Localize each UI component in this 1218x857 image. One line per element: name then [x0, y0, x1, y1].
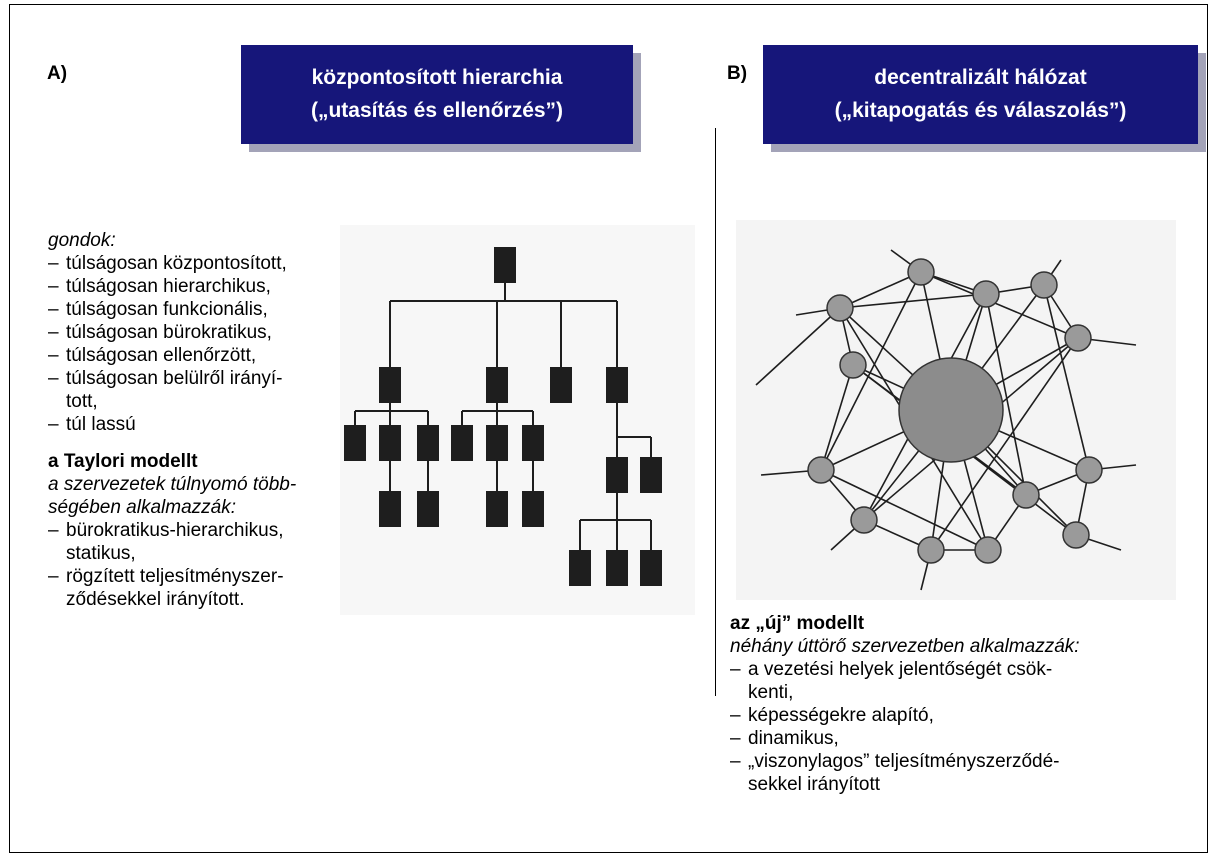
- feature-item: „viszonylagos” teljesítményszerződé-sekk…: [730, 750, 1200, 796]
- feature-item-part: a vezetési helyek jelentőségét csök-: [748, 659, 1053, 680]
- diagram-frame: [9, 4, 1208, 853]
- org-node: [606, 550, 628, 586]
- network-node: [972, 280, 1000, 308]
- network-node: [1075, 456, 1103, 484]
- org-node: [344, 425, 366, 461]
- panel-a-model-name: a Taylori modellt: [48, 451, 198, 472]
- feature-item: rögzített teljesítményszer-ződésekkel ir…: [48, 565, 378, 611]
- network-link: [985, 293, 1027, 496]
- org-node: [606, 367, 628, 403]
- network-link: [820, 469, 989, 551]
- org-node: [379, 367, 401, 403]
- problem-item: túl lassú: [48, 413, 378, 436]
- network-node: [917, 536, 945, 564]
- panel-a-model-usage-2: ségében alkalmazzák:: [48, 497, 236, 518]
- network-link: [930, 337, 1079, 551]
- feature-item-part: sekkel irányított: [748, 774, 880, 795]
- org-node: [417, 425, 439, 461]
- org-node: [494, 247, 516, 283]
- panel-divider: [715, 128, 716, 696]
- panel-a-letter: A): [47, 63, 68, 84]
- feature-item: bürokratikus-hierarchikus,statikus,: [48, 519, 378, 565]
- org-node: [606, 457, 628, 493]
- panel-b-model-name: az „új” modellt: [730, 613, 865, 634]
- network-node: [839, 351, 867, 379]
- network-node: [850, 506, 878, 534]
- network-link: [920, 271, 1079, 339]
- feature-item: dinamikus,: [730, 727, 1200, 750]
- feature-item: a vezetési helyek jelentőségét csök-kent…: [730, 658, 1200, 704]
- org-node: [486, 491, 508, 527]
- org-node: [569, 550, 591, 586]
- feature-item-part: bürokratikus-hierarchikus,: [66, 520, 284, 541]
- problem-item: túlságosan ellenőrzött,: [48, 344, 378, 367]
- panel-a-model-usage-1: a szervezetek túlnyomó több-: [48, 474, 297, 495]
- network-node: [1030, 271, 1058, 299]
- panel-b-features: a vezetési helyek jelentőségét csök-kent…: [730, 658, 1200, 796]
- org-chart-icon: [340, 225, 695, 615]
- panel-a-title-line1: központosított hierarchia: [311, 66, 563, 89]
- org-node: [379, 491, 401, 527]
- network-link: [839, 271, 922, 309]
- feature-item-part: ződésekkel irányított.: [66, 589, 245, 610]
- network-link: [839, 293, 987, 309]
- org-node: [417, 491, 439, 527]
- network-hub: [898, 357, 1004, 463]
- panel-a-title-line2: („utasítás és ellenőrzés”): [310, 99, 564, 122]
- org-node: [451, 425, 473, 461]
- feature-item-part: rögzített teljesítményszer-: [66, 566, 284, 587]
- feature-item-part: kenti,: [748, 682, 794, 703]
- problem-item-part: túlságosan belülről irányí-: [66, 368, 283, 389]
- network-graph-icon: [736, 220, 1176, 600]
- feature-item-part: statikus,: [66, 543, 136, 564]
- feature-item: képességekre alapító,: [730, 704, 1200, 727]
- problem-item: túlságosan bürokratikus,: [48, 321, 378, 344]
- panel-b-text: az „új” modellt néhány úttörő szervezetb…: [730, 612, 1200, 796]
- panel-b-title: decentralizált hálózat („kitapogatás és …: [763, 45, 1198, 144]
- org-node: [640, 457, 662, 493]
- network-node: [826, 294, 854, 322]
- problems-list: túlságosan központosított, túlságosan hi…: [48, 252, 378, 436]
- network-node: [807, 456, 835, 484]
- network-node: [1012, 481, 1040, 509]
- network-link: [820, 271, 922, 471]
- problems-label: gondok:: [48, 230, 116, 251]
- problem-item-part: tott,: [66, 391, 98, 412]
- panel-a-text: gondok: túlságosan központosított, túlsá…: [48, 229, 378, 611]
- problem-item: túlságosan belülről irányí-tott,: [48, 367, 378, 413]
- network-node: [1064, 324, 1092, 352]
- panel-b-model-usage: néhány úttörő szervezetben alkalmazzák:: [730, 636, 1080, 657]
- panel-b-letter: B): [727, 63, 748, 84]
- network-link: [1043, 284, 1090, 471]
- network-link: [755, 307, 841, 386]
- org-node: [379, 425, 401, 461]
- network-node: [1062, 521, 1090, 549]
- panel-a-features: bürokratikus-hierarchikus,statikus, rögz…: [48, 519, 378, 611]
- network-link: [820, 364, 854, 471]
- org-node: [522, 491, 544, 527]
- panel-a-title: központosított hierarchia („utasítás és …: [241, 45, 633, 144]
- org-node: [640, 550, 662, 586]
- org-node: [486, 367, 508, 403]
- panel-b-title-line2: („kitapogatás és válaszolás”): [834, 99, 1127, 122]
- problem-item: túlságosan hierarchikus,: [48, 275, 378, 298]
- feature-item-part: „viszonylagos” teljesítményszerződé-: [748, 751, 1060, 772]
- network-node: [907, 258, 935, 286]
- org-node: [550, 367, 572, 403]
- org-node: [522, 425, 544, 461]
- panel-b-title-line1: decentralizált hálózat: [874, 66, 1087, 89]
- org-node: [486, 425, 508, 461]
- problem-item: túlságosan központosított,: [48, 252, 378, 275]
- problem-item: túlságosan funkcionális,: [48, 298, 378, 321]
- network-node: [974, 536, 1002, 564]
